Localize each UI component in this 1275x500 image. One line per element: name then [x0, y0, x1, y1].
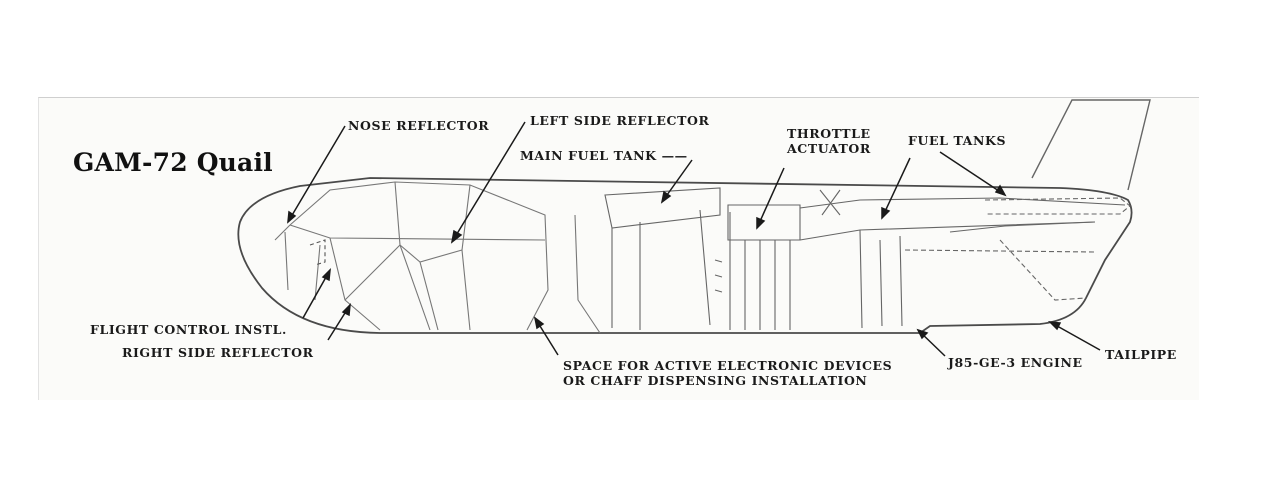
- label-flight-control-instl: FLIGHT CONTROL INSTL.: [90, 322, 287, 337]
- label-main-fuel-tank: MAIN FUEL TANK ——: [520, 148, 688, 163]
- label-space-line2: OR CHAFF DISPENSING INSTALLATION: [563, 373, 868, 388]
- fuselage-outline: [237, 177, 1133, 334]
- label-nose-reflector: NOSE REFLECTOR: [348, 118, 490, 133]
- diagram-title: GAM-72 Quail: [73, 148, 273, 177]
- leader-lines: [287, 121, 1101, 357]
- label-space-line1: SPACE FOR ACTIVE ELECTRONIC DEVICES: [563, 358, 893, 373]
- label-throttle-actuator: THROTTLE ACTUATOR: [787, 126, 871, 156]
- label-left-side-reflector: LEFT SIDE REFLECTOR: [530, 113, 710, 128]
- label-throttle-actuator-line1: THROTTLE: [787, 126, 871, 141]
- tail-fin: [1031, 99, 1151, 191]
- label-engine: J85-GE-3 ENGINE: [948, 355, 1083, 370]
- reflector-structure: [274, 181, 601, 334]
- label-throttle-actuator-line2: ACTUATOR: [787, 141, 871, 156]
- label-space-electronic: SPACE FOR ACTIVE ELECTRONIC DEVICES OR C…: [563, 358, 892, 388]
- label-main-fuel-tank-text: MAIN FUEL TANK: [520, 148, 657, 163]
- engine-section: [604, 187, 1131, 330]
- label-fuel-tanks: FUEL TANKS: [908, 133, 1007, 148]
- diagram-frame: [38, 97, 1199, 400]
- label-tailpipe: TAILPIPE: [1105, 347, 1177, 362]
- label-right-side-reflector: RIGHT SIDE REFLECTOR: [122, 345, 314, 360]
